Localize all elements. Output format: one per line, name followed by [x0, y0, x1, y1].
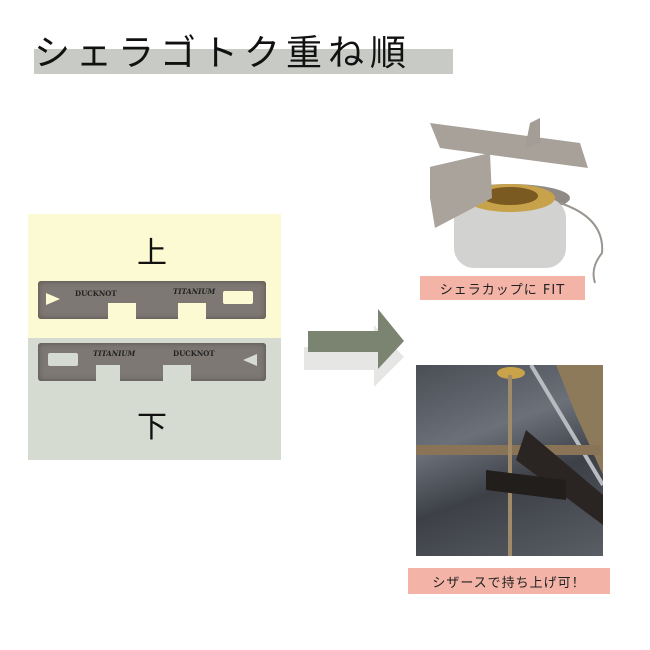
- plate-hole: [223, 291, 253, 304]
- page-title: シェラゴトク重ね順: [34, 33, 413, 74]
- plate-notch: [108, 303, 136, 319]
- bottom-label: 下: [137, 410, 167, 445]
- plate-material: TITANIUM: [93, 349, 136, 358]
- plate-notch: [96, 365, 120, 381]
- photo-caption-scissors: シザースで持ち上げ可！: [408, 568, 610, 594]
- plate-hole: [48, 353, 78, 366]
- photo-caption-fit: シェラカップに FIT: [420, 276, 585, 300]
- plate-material: TITANIUM: [173, 287, 216, 296]
- sierra-cup-photo: [425, 118, 610, 298]
- top-label: 上: [137, 236, 167, 271]
- arrow-right-icon: [304, 309, 404, 387]
- top-plate-image: DUCKNOT TITANIUM: [38, 281, 266, 319]
- bottom-plate-image: TITANIUM DUCKNOT: [38, 343, 266, 381]
- scissors-lift-photo: [416, 363, 605, 556]
- plate-hole: [243, 354, 257, 366]
- scissors-lift-illustration: [416, 363, 605, 556]
- plate-brand: DUCKNOT: [173, 349, 215, 358]
- plate-notch: [163, 365, 191, 381]
- sierra-cup-illustration: [425, 118, 604, 284]
- plate-notch: [178, 303, 206, 319]
- title-highlight-bar: [34, 49, 453, 74]
- plate-hole: [46, 293, 60, 305]
- plate-brand: DUCKNOT: [75, 289, 117, 298]
